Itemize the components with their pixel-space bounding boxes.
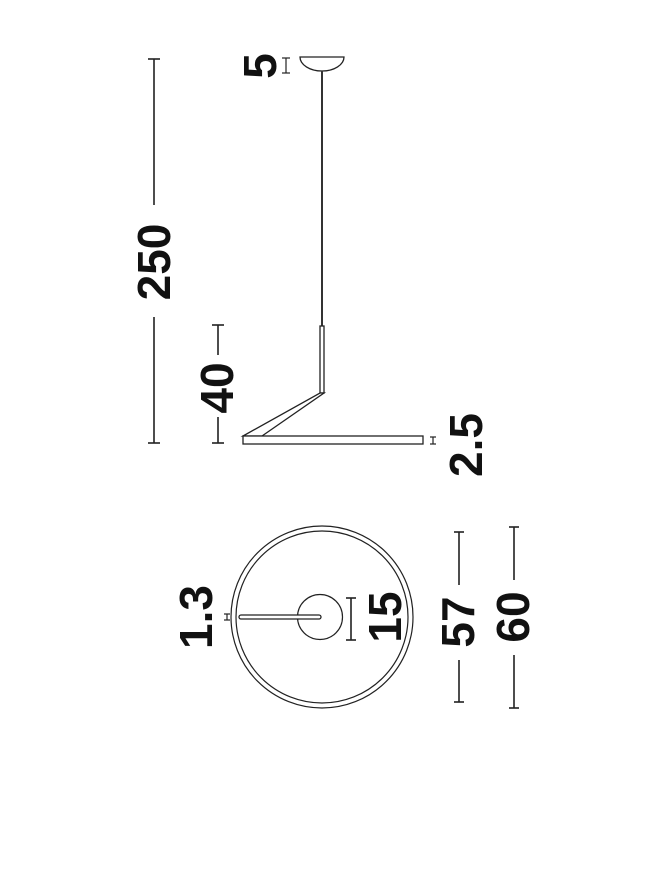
fixture-drop-label: 40 <box>191 362 243 413</box>
ring-thickness-label: 2.5 <box>440 413 492 477</box>
disc-diameter-dimension: 15 <box>346 591 411 643</box>
outer-diameter-label: 60 <box>487 591 539 642</box>
canopy <box>299 56 345 72</box>
disc-diameter-label: 15 <box>359 591 411 642</box>
side-view: 250 5 40 <box>128 53 492 477</box>
fixture-drop-dimension: 40 <box>191 324 243 444</box>
canopy-height-dimension: 5 <box>234 53 290 79</box>
outer-diameter-dimension: 60 <box>487 526 539 709</box>
ring-inner-edge <box>235 530 409 704</box>
canopy-height-label: 5 <box>234 53 286 79</box>
ring-outer-edge <box>230 525 414 709</box>
overall-height-dimension: 250 <box>128 58 180 444</box>
inner-diameter-label: 57 <box>432 596 484 647</box>
fixture-side <box>240 325 424 445</box>
inner-diameter-dimension: 57 <box>432 531 484 703</box>
overall-height-label: 250 <box>128 224 180 301</box>
arm-width-dimension: 1.3 <box>170 585 230 649</box>
ring-thickness-dimension: 2.5 <box>430 413 492 477</box>
arm-width-label: 1.3 <box>170 585 222 649</box>
arm-top <box>238 614 322 620</box>
top-view: 1.3 15 57 60 <box>170 525 539 709</box>
